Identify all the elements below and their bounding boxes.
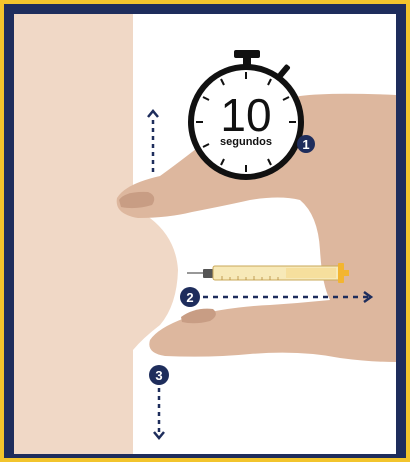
step-badge-1: 1 [297, 135, 315, 153]
step-badge-3: 3 [149, 365, 169, 385]
step-number-3: 3 [155, 368, 162, 383]
timer-unit-label: segundos [220, 136, 272, 148]
step-number-2: 2 [186, 290, 193, 305]
step-badge-2: 2 [180, 287, 200, 307]
step-number-1: 1 [302, 137, 309, 152]
timer-value: 10 [220, 89, 271, 141]
